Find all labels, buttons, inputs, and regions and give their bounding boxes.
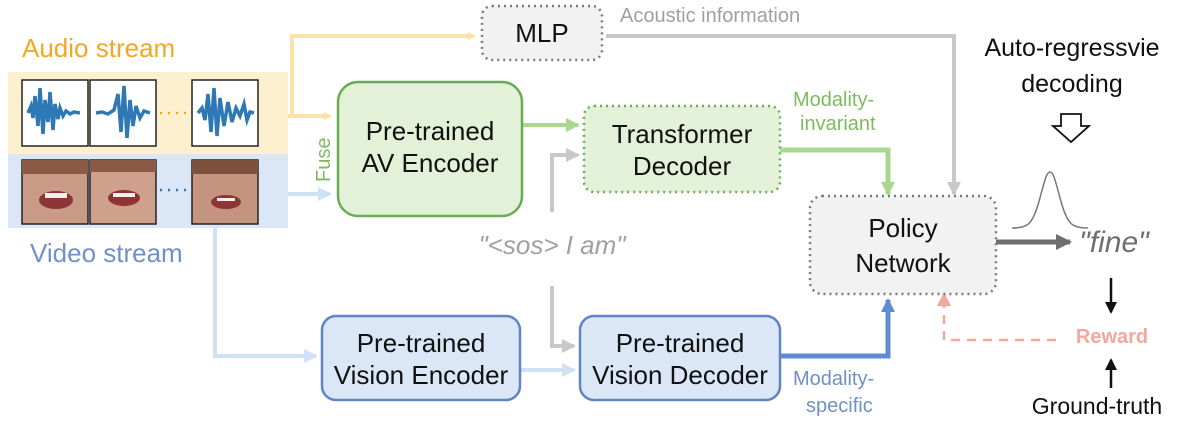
vision-decoder-to-policy-arrow: [780, 298, 895, 359]
modality-invariant-line1: Modality-: [793, 89, 874, 111]
video-frame-3: [191, 159, 259, 225]
reward-to-policy-arrow: [937, 292, 1056, 342]
av-encoder-line1: Pre-trained: [366, 116, 495, 146]
ground-truth-label: Ground-truth: [1032, 393, 1162, 419]
policy-line1: Policy: [868, 213, 937, 243]
transformer-decoder-box: Transformer Decoder: [582, 104, 782, 194]
fuse-label: Fuse: [313, 138, 335, 182]
autoregressive-line1: Auto-regressvie: [984, 34, 1159, 62]
audio-frame-1: [21, 79, 89, 147]
mlp-box: MLP: [480, 4, 604, 62]
vision-decoder-line1: Pre-trained: [616, 328, 745, 358]
audio-frame-2: [89, 79, 157, 147]
video-to-vision-encoder-arrow: [213, 228, 318, 363]
reward-label: Reward: [1076, 326, 1148, 348]
modality-invariant-line2: invariant: [800, 113, 876, 135]
vision-encoder-box: Pre-trained Vision Encoder: [320, 314, 522, 402]
autoregressive-line2: decoding: [1021, 70, 1122, 98]
vision-decoder-line2: Vision Decoder: [592, 360, 768, 390]
vision-encoder-line2: Vision Encoder: [334, 360, 509, 390]
audio-stream-label: Audio stream: [22, 33, 175, 63]
policy-line2: Network: [855, 248, 951, 278]
video-frame-2: [89, 159, 157, 225]
mlp-label: MLP: [515, 18, 568, 48]
down-arrow-icon: [1050, 113, 1092, 144]
output-word: "fine": [1079, 226, 1150, 259]
transformer-line2: Decoder: [633, 151, 732, 181]
av-encoder-line2: AV Encoder: [362, 148, 499, 178]
transformer-line1: Transformer: [612, 119, 753, 149]
audio-frame-3: [191, 79, 259, 147]
transformer-to-policy-arrow: [780, 147, 895, 196]
prompt-text: "<sos> I am": [478, 230, 627, 260]
prompt-to-transformer-arrow: [550, 148, 580, 212]
av-encoder-box: Pre-trained AV Encoder: [336, 80, 524, 218]
video-frame-1: [21, 159, 89, 225]
vision-decoder-box: Pre-trained Vision Decoder: [578, 314, 782, 402]
vision-encoder-line1: Pre-trained: [357, 328, 486, 358]
modality-specific-line1: Modality-: [793, 368, 874, 390]
prompt-to-vision-decoder-arrow: [550, 286, 576, 353]
policy-network-box: Policy Network: [808, 194, 998, 296]
acoustic-information-label: Acoustic information: [620, 5, 800, 27]
mlp-to-policy-arrow: [606, 34, 961, 196]
audio-to-mlp-arrow: [290, 32, 476, 116]
video-stream-label: Video stream: [30, 238, 183, 268]
distribution-curve-icon: [1011, 171, 1089, 229]
modality-specific-line2: specific: [806, 395, 873, 417]
